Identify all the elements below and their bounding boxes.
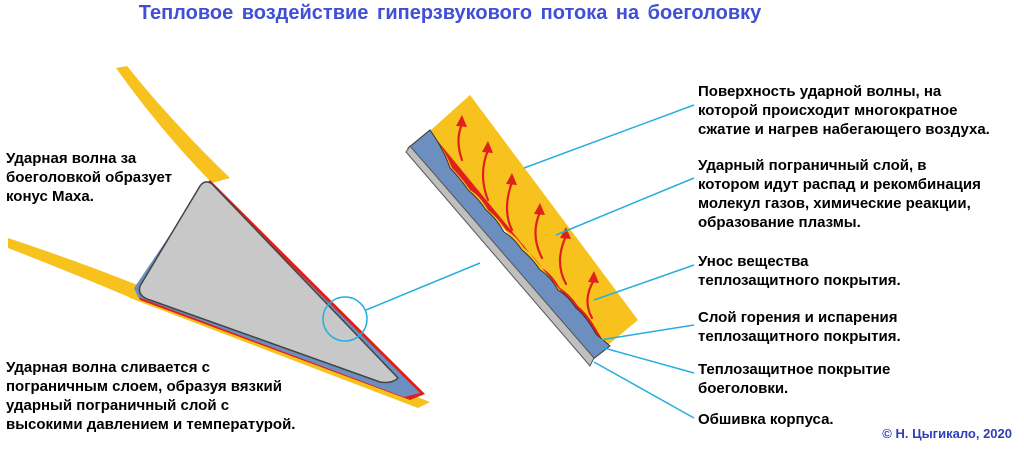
label-shock-boundary-layer: Ударный пограничный слой, в котором идут… (698, 157, 981, 231)
shock-merge-note: Ударная волна сливается с пограничным сл… (6, 359, 296, 433)
copyright-credit: © Н. Цыгикало, 2020 (882, 426, 1012, 441)
label-burn-layer: Слой горения и испарения теплозащитного … (698, 309, 901, 345)
label-heat-shield: Теплозащитное покрытие боеголовки. (698, 361, 891, 397)
label-ablation: Унос вещества теплозащитного покрытия. (698, 253, 901, 289)
mach-cone-note: Ударная волна за боеголовкой образует ко… (6, 150, 173, 205)
zoom-shock-layer (422, 95, 638, 345)
heat-flow-arrows (457, 122, 596, 320)
magnifier-circle (322, 296, 368, 342)
mach-cone-lower-band (8, 238, 140, 300)
heat-flow-arrowheads (456, 115, 599, 283)
zoom-body-skin (405, 145, 595, 367)
callout-lines (523, 104, 695, 419)
label-shock-wave-surface: Поверхность ударной волны, на которой пр… (698, 83, 990, 138)
magnifier-link-line (365, 262, 481, 311)
label-body-skin: Обшивка корпуса. (698, 411, 834, 428)
diagram-title: Тепловое воздействие гиперзвукового пото… (138, 2, 762, 24)
warhead-body (138, 181, 399, 384)
mach-cone-upper-band (116, 66, 230, 183)
zoom-heat-shield (407, 129, 611, 361)
